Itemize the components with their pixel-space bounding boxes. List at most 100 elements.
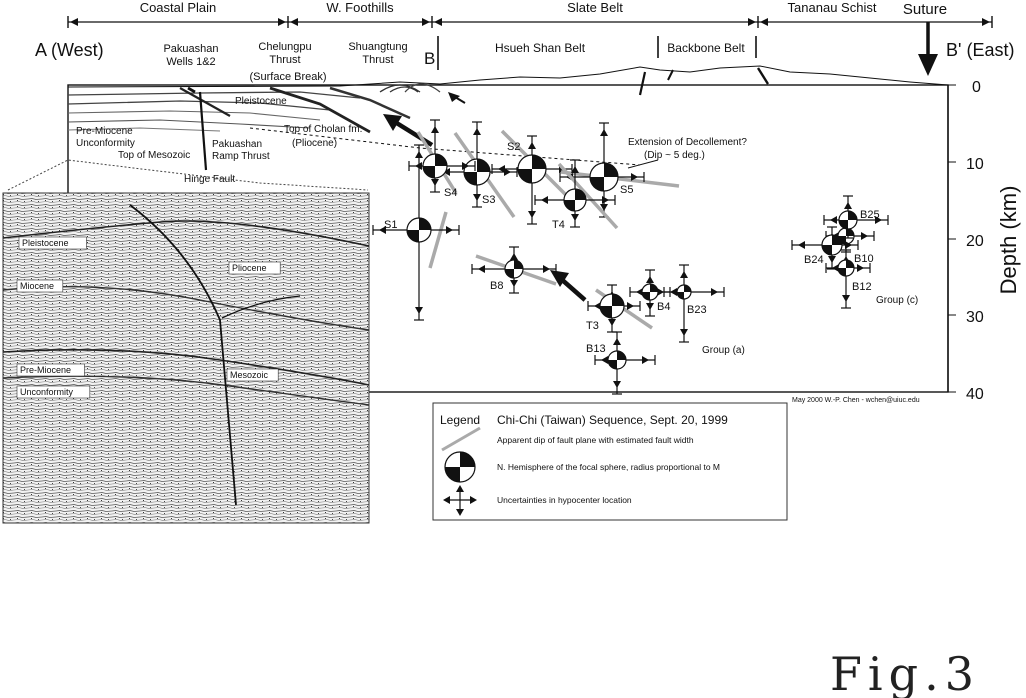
- error-bar-head: [636, 288, 643, 296]
- event-b25: B25: [823, 195, 889, 239]
- beachball-icon: [607, 350, 627, 370]
- section-label-a-west: A (West): [35, 40, 104, 60]
- seismic-label: Miocene: [20, 281, 54, 291]
- beachball-icon: [422, 153, 448, 179]
- seismic-label: Mesozoic: [230, 370, 269, 380]
- scale-arrow: [422, 18, 430, 26]
- seismic-label-box: [228, 261, 281, 275]
- error-bar-head: [875, 216, 882, 224]
- depth-tick-20: 20: [966, 233, 984, 250]
- error-bar-head: [600, 204, 608, 211]
- label-pakuashan-ramp-1: Pakuashan: [212, 139, 262, 150]
- error-bar-head: [528, 211, 536, 218]
- event-label: B13: [586, 343, 606, 355]
- thrust-arrow: [550, 270, 587, 302]
- belt-backbone: Backbone Belt: [667, 41, 745, 55]
- label-pre-miocene-2: Unconformity: [76, 138, 135, 149]
- beachball-icon: [463, 158, 491, 186]
- seismic-label: Unconformity: [20, 387, 74, 397]
- error-bar-head: [857, 264, 864, 272]
- beachball-icon: [406, 217, 432, 243]
- label-chinshui-1: Top of Cholan fm.: [284, 124, 362, 135]
- label-chelungpu-3: (Surface Break): [249, 71, 326, 83]
- error-bar-head: [571, 214, 579, 221]
- error-bar-head: [832, 264, 839, 272]
- event-label: B23: [687, 304, 707, 316]
- seismic-label: Pre-Miocene: [20, 365, 71, 375]
- event-b12: B12: [825, 249, 872, 309]
- event-t4: T4: [534, 159, 619, 231]
- legend-item-dip: Apparent dip of fault plane with estimat…: [497, 435, 694, 445]
- legend-beachball-icon: [444, 451, 476, 483]
- seismic-label-box: [16, 363, 85, 377]
- depth-tick-30: 30: [966, 309, 984, 326]
- error-bar-head: [631, 173, 638, 181]
- belt-hsueh-shan: Hsueh Shan Belt: [495, 41, 586, 55]
- error-bar-head: [601, 356, 608, 364]
- scale-arrow: [278, 18, 286, 26]
- error-bar-head: [646, 303, 654, 310]
- label-chelungpu-2: Thrust: [269, 54, 300, 66]
- error-bar-head: [602, 196, 609, 204]
- error-bar-head: [680, 329, 688, 336]
- beachball-icon: [837, 259, 855, 277]
- error-bar-head: [830, 216, 837, 224]
- event-s1: S1: [372, 144, 460, 321]
- event-label: B25: [860, 209, 880, 221]
- error-bar-head: [478, 265, 485, 273]
- error-bar-head: [462, 162, 469, 170]
- scale-arrow: [760, 18, 768, 26]
- scale-arrow: [982, 18, 990, 26]
- error-bar-head: [657, 288, 664, 296]
- error-bar-head: [528, 142, 536, 149]
- province-suture: Suture: [903, 1, 947, 18]
- beachball-icon: [838, 210, 858, 230]
- event-s5: S5: [559, 122, 680, 218]
- beachball-icon: [589, 162, 619, 192]
- error-bar-head: [415, 162, 422, 170]
- error-bar-head: [498, 165, 505, 173]
- credit-text: May 2000 W.-P. Chen - wchen@uiuc.edu: [792, 397, 920, 404]
- error-bar-head: [844, 202, 852, 209]
- error-bar-head: [379, 226, 386, 234]
- event-b13: B13: [586, 331, 656, 395]
- thrust-arrow: [383, 114, 434, 147]
- province-tananau-schist: Tananau Schist: [788, 0, 877, 15]
- beachball-icon: [517, 154, 547, 184]
- event-label: S2: [507, 141, 520, 153]
- seismic-label-box: [18, 236, 87, 250]
- seismic-label-box: [226, 368, 279, 382]
- error-bar-head: [613, 338, 621, 345]
- error-bar-head: [608, 319, 616, 326]
- event-label: S4: [444, 187, 457, 199]
- label-chelungpu-1: Chelungpu: [258, 41, 311, 53]
- event-b8: B8: [471, 246, 557, 294]
- scale-arrow: [70, 18, 78, 26]
- group-label-c: Group (c): [876, 295, 918, 306]
- label-decollement-2: (Dip ~ 5 deg.): [644, 150, 705, 161]
- error-bar-head: [798, 241, 805, 249]
- seismic-label: Pliocene: [232, 263, 267, 273]
- error-bar-head: [443, 168, 450, 176]
- label-chinshui-2: (Pliocene): [292, 138, 337, 149]
- label-pakuashan-wells-1: Pakuashan: [163, 43, 218, 55]
- suture-arrow: [918, 22, 938, 76]
- province-w-foothills: W. Foothills: [326, 0, 394, 15]
- figure-label: Fig.3: [830, 647, 980, 698]
- fault-dip-line: [557, 162, 619, 230]
- error-bar-head: [473, 128, 481, 135]
- beachball-icon: [563, 188, 587, 212]
- error-bar-head: [627, 302, 634, 310]
- seismic-label-box: [16, 279, 64, 293]
- beachball-icon: [599, 293, 625, 319]
- legend-title: Chi-Chi (Taiwan) Sequence, Sept. 20, 199…: [497, 413, 728, 427]
- error-bar-head: [510, 253, 518, 260]
- legend-heading: Legend: [440, 413, 480, 427]
- section-label-b: B: [424, 49, 435, 68]
- scale-arrow: [748, 18, 756, 26]
- beachball-icon: [504, 259, 524, 279]
- depth-axis-label: Depth (km): [996, 186, 1021, 295]
- error-bar-head: [431, 126, 439, 133]
- error-bar-head: [861, 232, 868, 240]
